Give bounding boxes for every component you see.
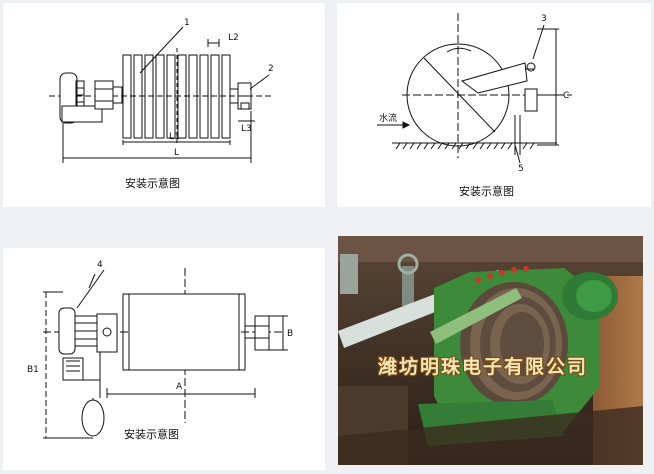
label-A: A (176, 382, 183, 392)
equipment-photo: 潍坊明珠电子有限公司 (338, 236, 643, 465)
installation-diagram-front-view: 3 C 水流 5 安装示意图 (337, 3, 651, 207)
company-watermark: 潍坊明珠电子有限公司 (378, 356, 589, 378)
label-5: 5 (518, 164, 524, 174)
label-L1: L1 (169, 132, 180, 142)
installation-diagram-top-view: 4 B B1 A 安装示意图 (3, 248, 325, 470)
label-L3: L3 (241, 124, 252, 134)
label-3: 3 (541, 14, 547, 24)
label-water-flow: 水流 (379, 112, 397, 124)
front-view-drawing: 3 C 水流 5 (377, 13, 572, 174)
installation-diagram-side-view: 1 L2 2 L3 L1 L 安装示意图 (3, 3, 325, 207)
label-4: 4 (97, 260, 103, 270)
label-C: C (563, 91, 569, 101)
label-B: B (287, 329, 293, 339)
side-view-drawing: 1 L2 2 L3 L1 L (49, 18, 274, 163)
label-L2: L2 (228, 33, 239, 43)
label-2: 2 (268, 64, 274, 74)
label-B1: B1 (27, 365, 39, 375)
photo-illustration (338, 236, 643, 465)
label-1: 1 (184, 18, 190, 28)
diagram-caption: 安装示意图 (459, 185, 514, 198)
label-L: L (174, 148, 179, 158)
top-view-drawing: 4 B B1 A (27, 260, 293, 439)
diagram-caption: 安装示意图 (124, 428, 179, 441)
diagram-caption: 安装示意图 (125, 177, 180, 190)
